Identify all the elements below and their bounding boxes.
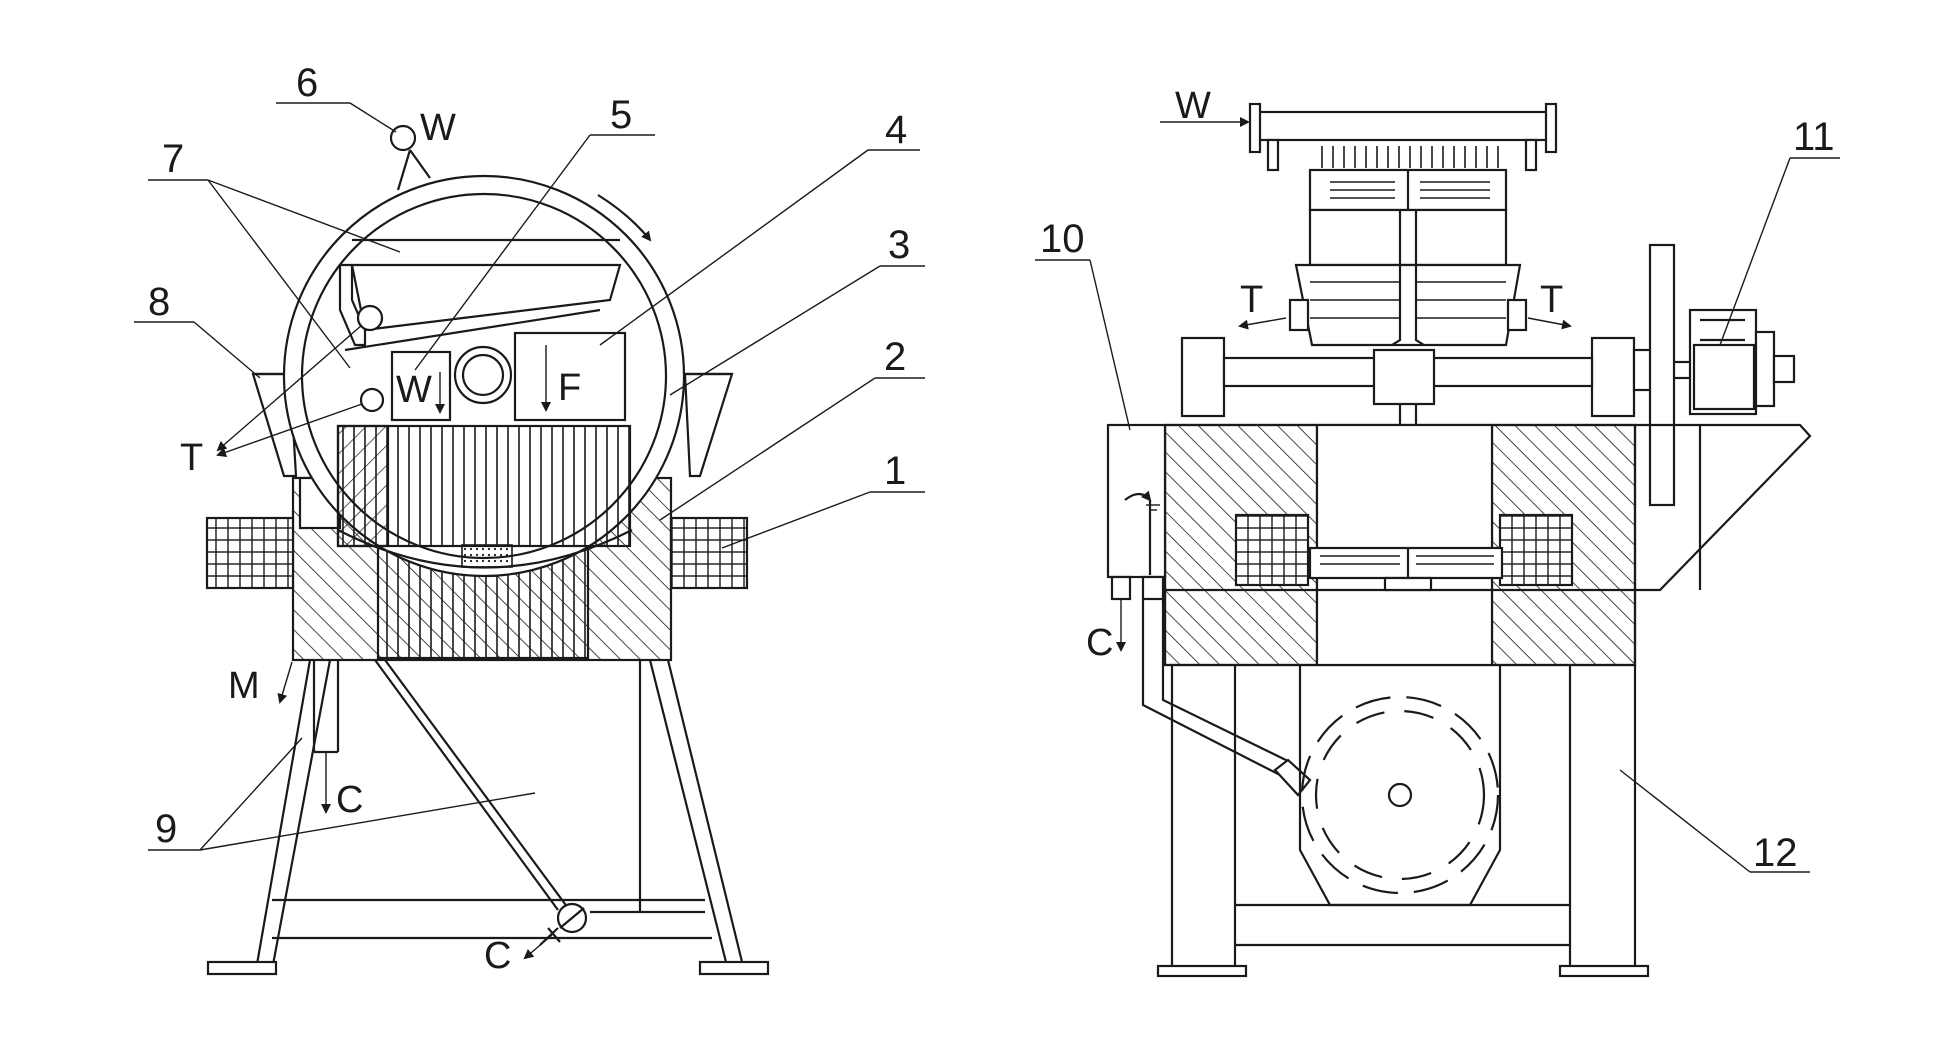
left-flow-labels: W W F T M C C (180, 107, 581, 977)
callout-5: 5 (610, 93, 632, 137)
left-stand (206, 659, 770, 976)
pressure-gauge-6 (389, 124, 431, 191)
callout-10: 10 (1040, 217, 1085, 261)
label-w-top: W (420, 107, 456, 149)
label-t-right: T (1540, 279, 1563, 321)
left-view: 6 5 4 3 2 1 7 8 9 W W F T M C C (134, 61, 925, 977)
label-w-inner: W (396, 369, 432, 411)
callout-8: 8 (148, 280, 170, 324)
label-t-out: T (180, 437, 203, 479)
callout-6: 6 (296, 61, 318, 105)
f-hopper (513, 331, 627, 422)
callout-12: 12 (1753, 831, 1798, 875)
label-w-in: W (1175, 85, 1211, 127)
motor-11 (1648, 243, 1796, 507)
left-callouts: 6 5 4 3 2 1 7 8 9 (148, 61, 910, 851)
callout-2: 2 (884, 335, 906, 379)
control-box-10 (1106, 423, 1312, 797)
label-m-out: M (228, 665, 260, 707)
water-manifold (1160, 102, 1558, 172)
right-lower-frame (1156, 665, 1650, 978)
label-c-valve: C (484, 935, 511, 977)
left-heater-right (669, 516, 749, 590)
right-main-body (1163, 423, 1812, 667)
label-c-out: C (1086, 622, 1113, 664)
right-view: 10 11 12 W T T C (1035, 85, 1840, 978)
callout-1: 1 (884, 449, 906, 493)
upper-fan-unit (1238, 168, 1572, 347)
label-f-inner: F (558, 367, 581, 409)
right-flow-labels: W T T C (1086, 85, 1563, 664)
left-heater-left (205, 516, 295, 590)
callout-9: 9 (155, 807, 177, 851)
label-c-drain: C (336, 779, 363, 821)
left-drum (282, 174, 686, 578)
right-leader-lines (1035, 157, 1840, 873)
left-side-shelves (251, 372, 734, 478)
callout-4: 4 (885, 108, 907, 152)
right-callouts: 10 11 12 (1040, 115, 1835, 875)
label-t-left: T (1240, 279, 1263, 321)
left-leader-lines (134, 102, 925, 960)
callout-3: 3 (888, 223, 910, 267)
callout-7: 7 (162, 137, 184, 181)
callout-11: 11 (1793, 115, 1835, 159)
